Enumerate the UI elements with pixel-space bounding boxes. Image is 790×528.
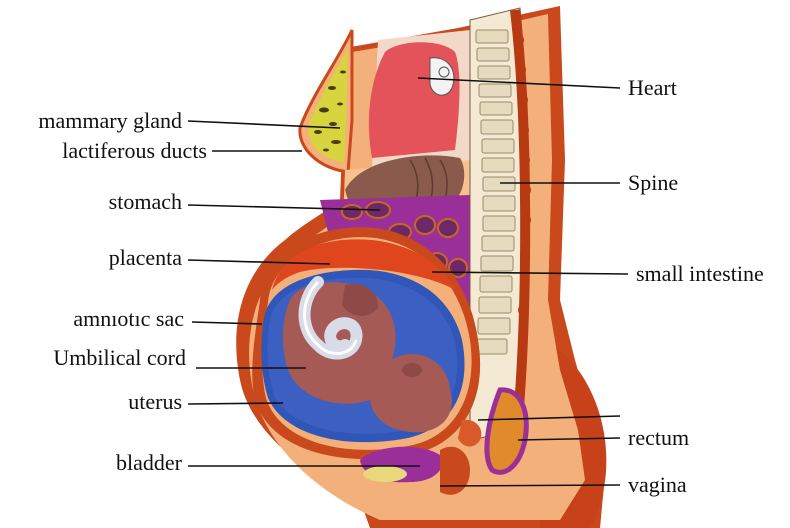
label-mammary-gland: mammary gland (38, 108, 182, 133)
label-bladder: bladder (116, 450, 183, 475)
label-vagina: vagina (628, 472, 687, 497)
label-heart: Heart (628, 75, 677, 100)
pubic-bone (363, 466, 407, 482)
heart (369, 42, 460, 158)
label-amniotic-sac: amnıotıc sac (73, 306, 184, 331)
label-lactiferous-ducts: lactiferous ducts (62, 138, 207, 163)
label-rectum: rectum (628, 425, 689, 450)
label-umbilical-cord: Umbilical cord (53, 345, 186, 370)
breast (300, 30, 352, 172)
pointer-vagina (440, 485, 620, 486)
thorax (369, 30, 470, 168)
right-labels: Heart Spine small intestine rectum vagin… (628, 75, 764, 497)
left-labels: mammary gland lactiferous ducts stomach … (38, 108, 207, 475)
label-uterus: uterus (128, 389, 182, 414)
label-spine: Spine (628, 170, 678, 195)
label-stomach: stomach (109, 189, 182, 214)
label-placenta: placenta (109, 245, 183, 270)
label-small-intestine: small intestine (636, 261, 764, 286)
fetus-ear (402, 363, 422, 377)
pointer-uterus (188, 403, 283, 404)
